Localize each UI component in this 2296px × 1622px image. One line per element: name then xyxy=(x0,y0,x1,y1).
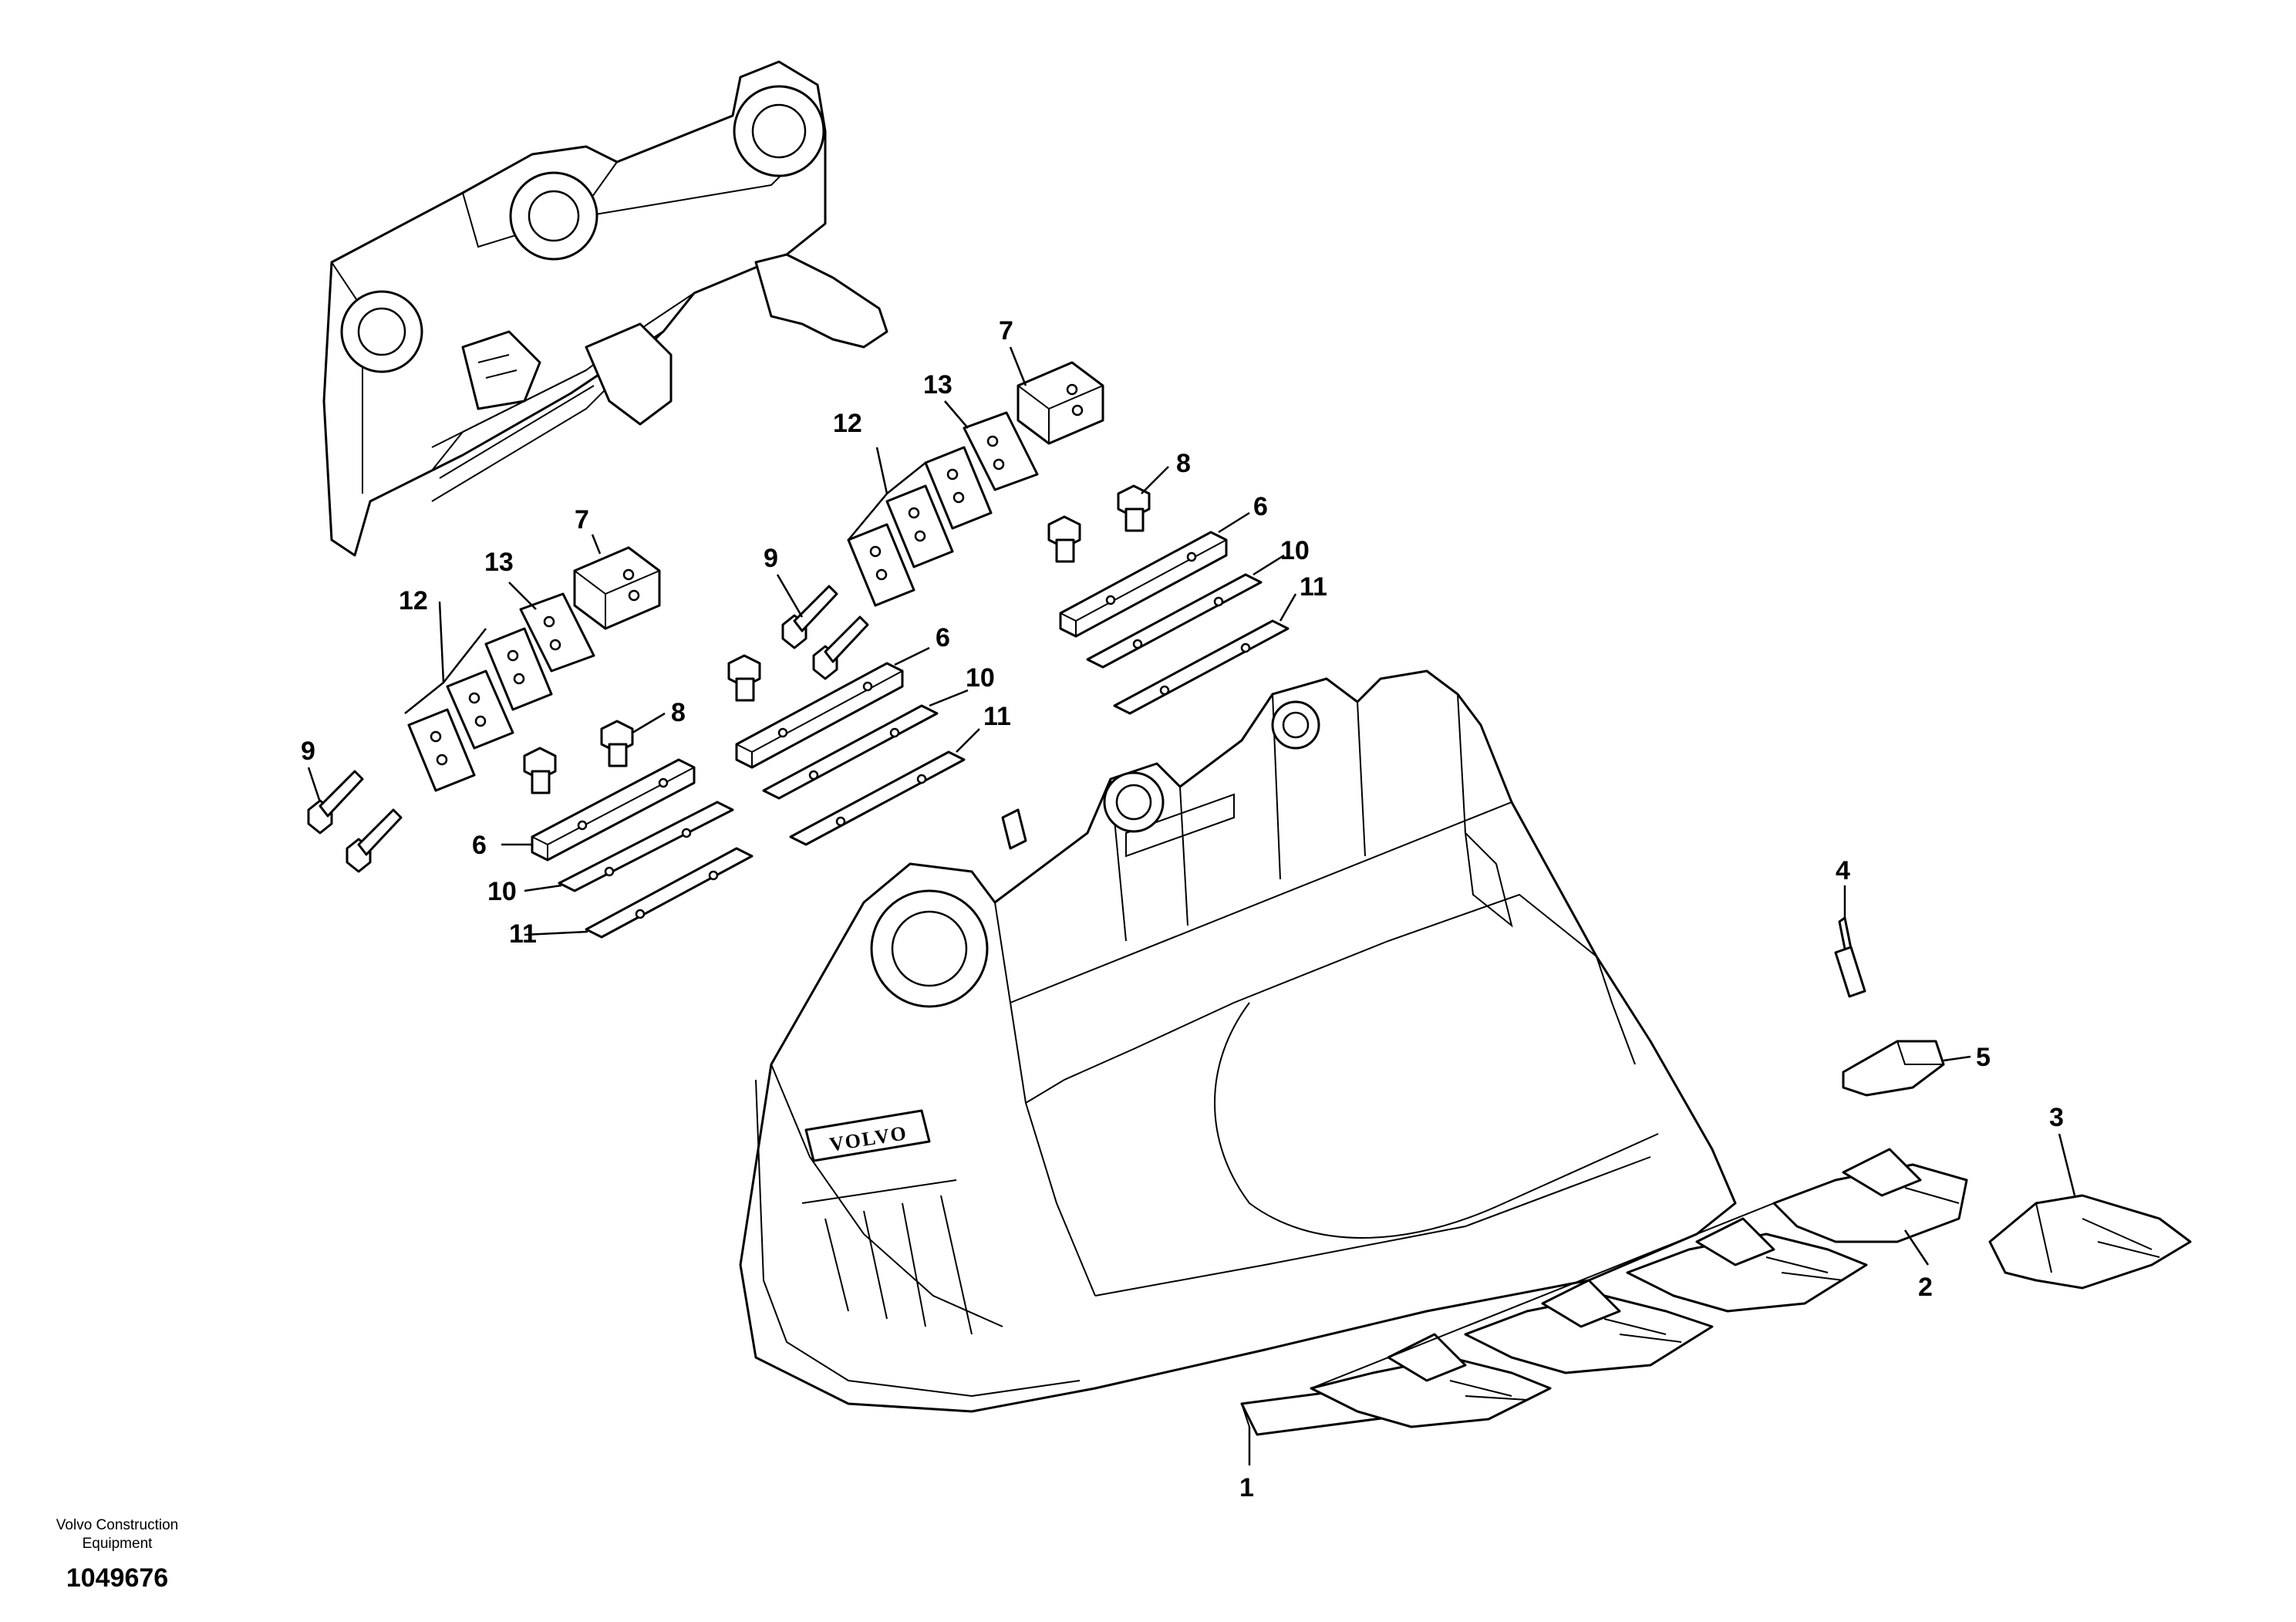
caption-company-line2: Equipment xyxy=(83,1536,153,1552)
middle-hardware-group xyxy=(727,361,1104,846)
callout-6-middle: 6 xyxy=(936,623,950,653)
callout-8-left: 8 xyxy=(671,698,686,727)
figure-number: 1049676 xyxy=(66,1563,168,1593)
plates-12-left xyxy=(407,627,553,792)
teeth-row xyxy=(1240,1148,1968,1436)
callout-11-right: 11 xyxy=(1300,572,1327,602)
callout-9-middle: 9 xyxy=(764,544,778,573)
tooth-assembly-d xyxy=(1772,1148,1968,1243)
plates-12-middle xyxy=(847,446,993,607)
callout-11-left: 11 xyxy=(509,919,537,949)
callout-10-left: 10 xyxy=(487,877,517,906)
callout-10-right: 10 xyxy=(1280,536,1310,565)
shim-11-right xyxy=(1113,619,1290,715)
callout-12-left: 12 xyxy=(399,586,428,615)
wedge-6-left xyxy=(531,758,696,862)
bolts-9-left xyxy=(307,770,403,873)
left-hardware-group xyxy=(307,546,754,939)
callout-4: 4 xyxy=(1836,856,1850,885)
callout-labels: 7 13 12 9 8 6 10 11 7 13 12 9 6 10 11 8 … xyxy=(301,316,2064,1502)
shim-10-right xyxy=(1086,573,1263,669)
shim-11-left xyxy=(585,847,754,939)
retainer-5 xyxy=(1842,1040,1945,1097)
tooth-assembly-c xyxy=(1626,1217,1868,1313)
callout-12-middle: 12 xyxy=(833,409,862,438)
tooth-assembly-a xyxy=(1310,1333,1552,1428)
block-7-middle xyxy=(1017,361,1104,445)
figure-caption: Volvo Construction Equipment 1049676 xyxy=(56,1517,178,1593)
callout-7-middle: 7 xyxy=(999,316,1013,346)
callout-9-left: 9 xyxy=(301,737,315,766)
leader-lines xyxy=(307,346,2076,1465)
callout-13-left: 13 xyxy=(484,548,514,577)
callout-6-right: 6 xyxy=(1253,492,1268,521)
bolts-8-right xyxy=(1047,484,1151,563)
callout-1: 1 xyxy=(1239,1473,1254,1502)
callout-10-middle: 10 xyxy=(966,663,995,693)
quick-coupler xyxy=(322,60,888,557)
callout-3: 3 xyxy=(2049,1103,2064,1132)
callout-6-left: 6 xyxy=(472,831,487,860)
callout-13-middle: 13 xyxy=(923,370,952,400)
callout-5: 5 xyxy=(1976,1043,1991,1072)
bolt-8-middle xyxy=(727,654,761,702)
shim-10-left xyxy=(558,801,734,892)
bolts-8-left xyxy=(523,720,634,794)
wedge-6-right xyxy=(1059,531,1228,638)
wedge-6-middle xyxy=(735,662,904,769)
bucket: VOLVO xyxy=(739,669,1737,1413)
plate-13-middle xyxy=(963,411,1039,491)
tooth-assembly-b xyxy=(1464,1279,1714,1374)
callout-2: 2 xyxy=(1918,1273,1933,1302)
shim-11-middle xyxy=(789,750,966,846)
bolts-9-middle xyxy=(781,585,869,680)
block-7-left xyxy=(573,546,661,630)
callout-11-middle: 11 xyxy=(983,702,1011,731)
plate-13-left xyxy=(519,592,595,673)
callout-7-left: 7 xyxy=(575,505,589,534)
right-hardware-group xyxy=(1047,484,1290,715)
shim-10-middle xyxy=(762,704,939,800)
callout-8-right: 8 xyxy=(1176,449,1191,478)
loose-tooth-3 xyxy=(1988,1194,2192,1290)
pin-4 xyxy=(1834,916,1866,998)
caption-company-line1: Volvo Construction xyxy=(56,1517,178,1533)
